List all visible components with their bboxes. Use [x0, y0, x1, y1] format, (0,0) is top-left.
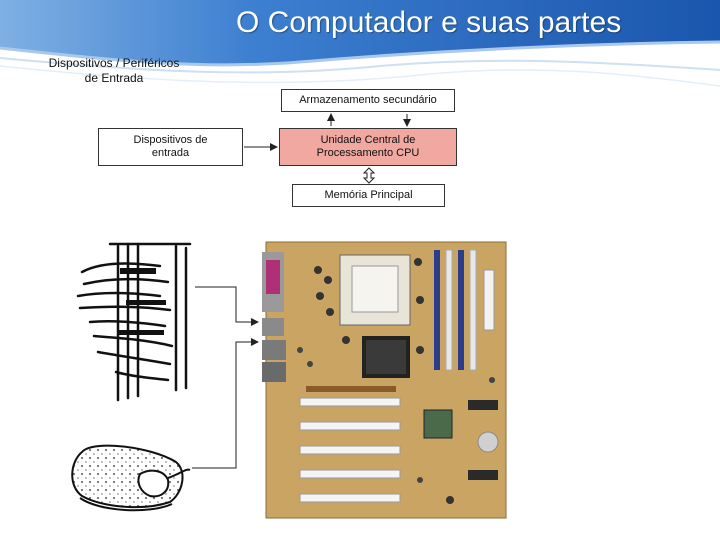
slide-title: O Computador e suas partes [236, 6, 622, 39]
header-banner [0, 0, 720, 87]
input-label-line-1: Dispositivos de [133, 134, 208, 146]
keyboard-connector [195, 286, 259, 326]
storage-label: Armazenamento secundário [299, 94, 437, 106]
cpu-label-line-2: Processamento CPU [316, 147, 420, 159]
storage-box: Armazenamento secundário [281, 89, 455, 112]
mouse-connector [192, 338, 259, 469]
slide-subtitle: Dispositivos / Periféricos de Entrada [24, 56, 204, 86]
motherboard-board [262, 241, 507, 519]
subtitle-line-1: Dispositivos / Periféricos [48, 56, 180, 70]
cpu-memory-double-arrow [362, 167, 376, 184]
cpu-box: Unidade Central de Processamento CPU [279, 128, 457, 166]
cpu-label-line-1: Unidade Central de [320, 134, 416, 146]
input-devices-box: Dispositivos de entrada [98, 128, 243, 166]
input-label-line-2: entrada [151, 147, 190, 159]
subtitle-line-2: de Entrada [84, 71, 144, 85]
memory-label: Memória Principal [324, 189, 413, 201]
memory-box: Memória Principal [292, 184, 445, 207]
